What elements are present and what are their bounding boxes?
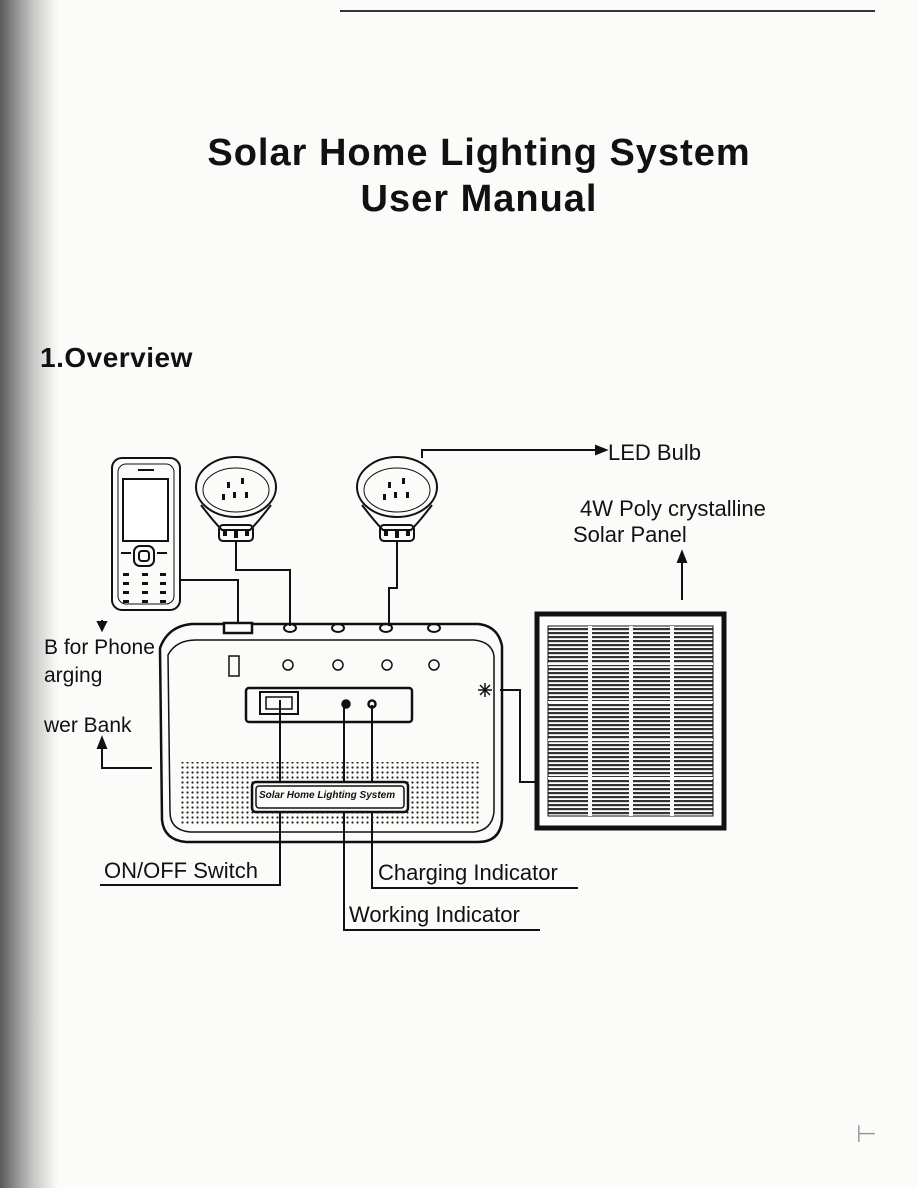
control-box-illustration [158, 621, 504, 844]
power-bank-label: wer Bank [44, 714, 132, 737]
top-rule [340, 10, 875, 12]
page-corner-mark: ⊢ [856, 1121, 877, 1148]
section-heading: 1.Overview [40, 342, 193, 373]
on-off-switch-label: ON/OFF Switch [104, 858, 259, 883]
usb-charging-label-line1: B for Phone [44, 636, 155, 659]
led-bulb-label: LED Bulb [608, 440, 701, 465]
led-bulb-right-illustration [356, 456, 438, 542]
charging-indicator-label: Charging Indicator [378, 860, 558, 885]
solar-panel-label: Solar Panel [573, 522, 687, 547]
document-title: Solar Home Lighting System [207, 132, 751, 174]
solar-panel-spec-label: 4W Poly crystalline [580, 496, 766, 521]
working-indicator-label: Working Indicator [349, 902, 520, 927]
document-subtitle: User Manual [360, 178, 598, 220]
usb-charging-label-line2: arging [44, 664, 103, 687]
page-binding-edge [0, 0, 58, 1188]
device-brand-plate: Solar Home Lighting System [259, 790, 396, 801]
solar-panel-illustration [534, 611, 727, 831]
led-bulb-left-illustration [195, 456, 277, 542]
mobile-phone-illustration [111, 457, 181, 611]
